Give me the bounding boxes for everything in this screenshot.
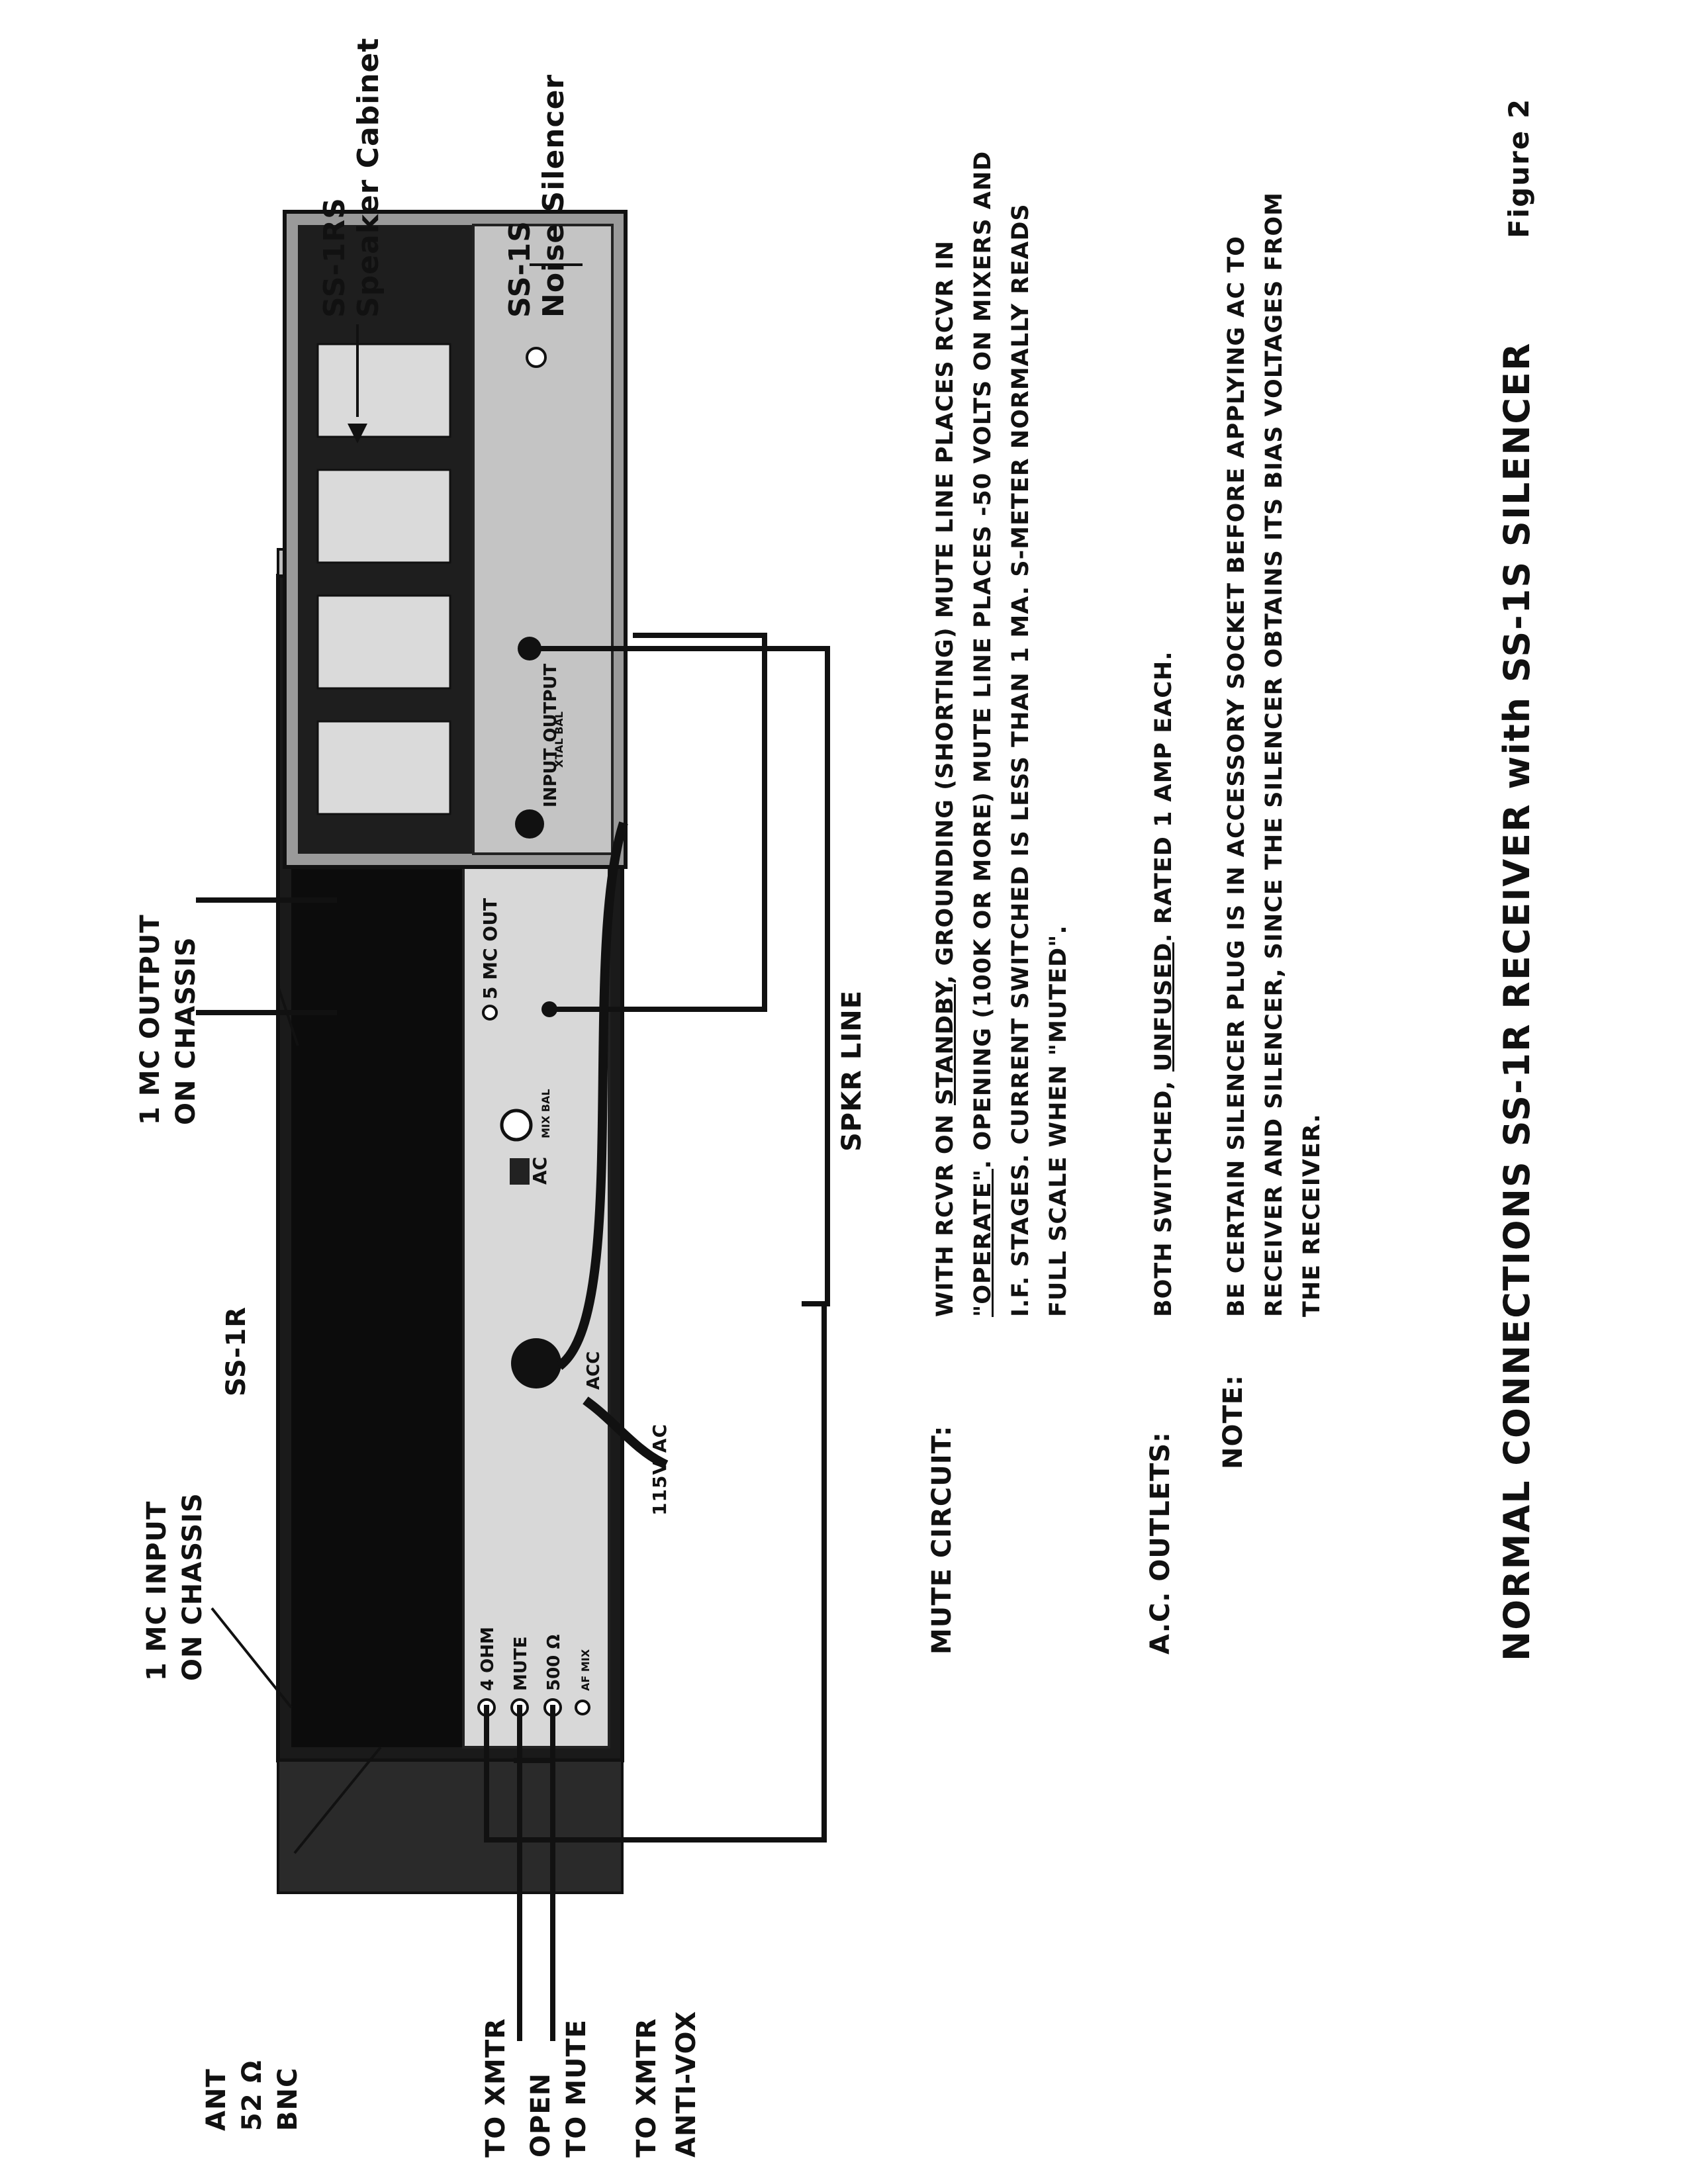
mute-text-standby: STANDBY — [932, 983, 959, 1105]
acc-socket-icon — [511, 1338, 561, 1388]
ac-text-part-2: . RATED 1 AMP EACH. — [1150, 651, 1177, 942]
mute-text-part-1: WITH RCVR ON — [932, 1105, 959, 1317]
ss1r-label: SS-1R — [221, 1306, 252, 1396]
mute-circuit-label: MUTE CIRCUIT: — [927, 1425, 957, 1655]
note-label: NOTE: — [1218, 1374, 1248, 1469]
to-xmtr-label-1: TO XMTR — [481, 2018, 511, 2158]
ac-text-part-1: BOTH SWITCHED, — [1150, 1071, 1177, 1317]
115v-ac-label: 115V AC — [649, 1423, 671, 1516]
speaker-leader-arrow-icon — [348, 424, 367, 443]
silencer-knob-icon — [526, 347, 547, 368]
to-xmtr-label-2: TO XMTR — [632, 2018, 662, 2158]
note-text: BE CERTAIN SILENCER PLUG IS IN ACCESSORY… — [1223, 192, 1325, 1317]
tube-3-icon — [316, 469, 451, 564]
input-chassis-line-2: ON CHASSIS — [177, 1492, 208, 1681]
jack-af-mix-icon — [575, 1700, 590, 1715]
silencer-input-connector-icon — [515, 809, 544, 839]
ant-label: ANT 52 Ω BNC — [199, 2060, 306, 2131]
ac-text-unfused: UNFUSED — [1150, 942, 1177, 1072]
speaker-cabinet-label: SS-1RS Speaker Cabinet — [318, 38, 385, 318]
mute-text-part-2: , GROUNDING (SHORTING) MUTE LINE PLACES … — [932, 240, 959, 984]
mute-circuit-text: WITH RCVR ON STANDBY, GROUNDING (SHORTIN… — [927, 139, 1078, 1317]
open-to-mute-label: OPEN TO MUTE — [523, 2019, 594, 2158]
115v-ac-cord — [583, 1396, 669, 1469]
silencer-panel-text: INPUT OUTPUT — [541, 663, 561, 807]
receiver-panel-text: 4 OHM MUTE 500 Ω AF MIX ACC AC 5 MC OUT … — [478, 711, 604, 1691]
ant-label-line-1: ANT — [201, 2068, 232, 2131]
page-title: NORMAL CONNECTIONS SS-1R RECEIVER with S… — [1496, 341, 1538, 1662]
output-chassis-label: 1 MC OUTPUT ON CHASSIS — [132, 914, 204, 1125]
ss1s-front-panel — [472, 224, 614, 855]
tube-1-icon — [316, 720, 451, 815]
panel-label-5mc-out: 5 MC OUT — [479, 898, 501, 999]
tube-2-icon — [316, 594, 451, 690]
ss1r-side-bracket — [277, 1759, 624, 1894]
open-to-mute-line-1: OPEN — [526, 2072, 556, 2158]
ant-label-line-3: BNC — [273, 2067, 303, 2131]
panel-label-4ohm: 4 OHM — [478, 1627, 498, 1691]
input-chassis-label: 1 MC INPUT ON CHASSIS — [139, 1492, 211, 1681]
5mc-out-to-silencer-wire — [547, 633, 767, 1012]
noise-silencer-label: SS-1S Noise Silencer — [503, 74, 571, 318]
panel-label-mute: MUTE — [511, 1637, 531, 1691]
mute-text-operate: "OPERATE" — [970, 1169, 996, 1317]
panel-label-ac: AC — [529, 1157, 551, 1185]
ac-outlets-text: BOTH SWITCHED, UNFUSED. RATED 1 AMP EACH… — [1145, 139, 1183, 1317]
speaker-model: SS-1RS — [318, 197, 352, 318]
tube-4-icon — [316, 343, 451, 438]
spkr-line-wire — [484, 1301, 827, 1843]
panel-label-af-mix: AF MIX — [579, 1649, 592, 1691]
spkr-line-label: SPKR LINE — [837, 989, 867, 1152]
ant-label-line-2: 52 Ω — [237, 2060, 267, 2131]
speaker-name: Speaker Cabinet — [352, 37, 385, 318]
ac-power-cord — [556, 821, 628, 1370]
panel-label-acc: ACC — [584, 1351, 604, 1390]
output-chassis-line-1: 1 MC OUTPUT — [135, 914, 165, 1125]
ss1r-cabinet-top — [291, 589, 463, 1747]
panel-label-500ohm: 500 Ω — [544, 1635, 564, 1691]
ac-outlet-icon — [510, 1158, 530, 1185]
input-chassis-leader-line — [211, 1607, 293, 1709]
figure-label: Figure 2 — [1503, 97, 1535, 238]
ant-leader-line — [293, 1746, 382, 1854]
anti-vox-label: ANTI-VOX — [671, 2011, 702, 2158]
mix-bal-knob-icon — [500, 1109, 533, 1142]
silencer-name: Noise Silencer — [537, 73, 571, 318]
jack-5mc-out-icon — [482, 1005, 498, 1021]
ac-outlets-label: A.C. OUTLETS: — [1145, 1431, 1176, 1655]
panel-label-mix-bal: MIX BAL — [539, 1089, 552, 1138]
silencer-model: SS-1S — [503, 220, 537, 318]
wiring — [196, 263, 830, 2041]
ss1s-silencer-assembly — [283, 210, 628, 869]
panel-label-input-output: INPUT OUTPUT — [541, 663, 561, 807]
output-chassis-leader-line — [277, 985, 299, 1046]
silencer-output-spkr-wire — [527, 646, 830, 1306]
input-chassis-line-1: 1 MC INPUT — [142, 1500, 172, 1681]
open-to-mute-line-2: TO MUTE — [561, 2019, 592, 2158]
panel-label-xtal-bal: XTAL BAL — [553, 711, 565, 768]
mute-text-part-3: . OPENING (100K OR MORE) MUTE LINE PLACE… — [970, 150, 1072, 1317]
output-chassis-line-2: ON CHASSIS — [171, 936, 201, 1125]
